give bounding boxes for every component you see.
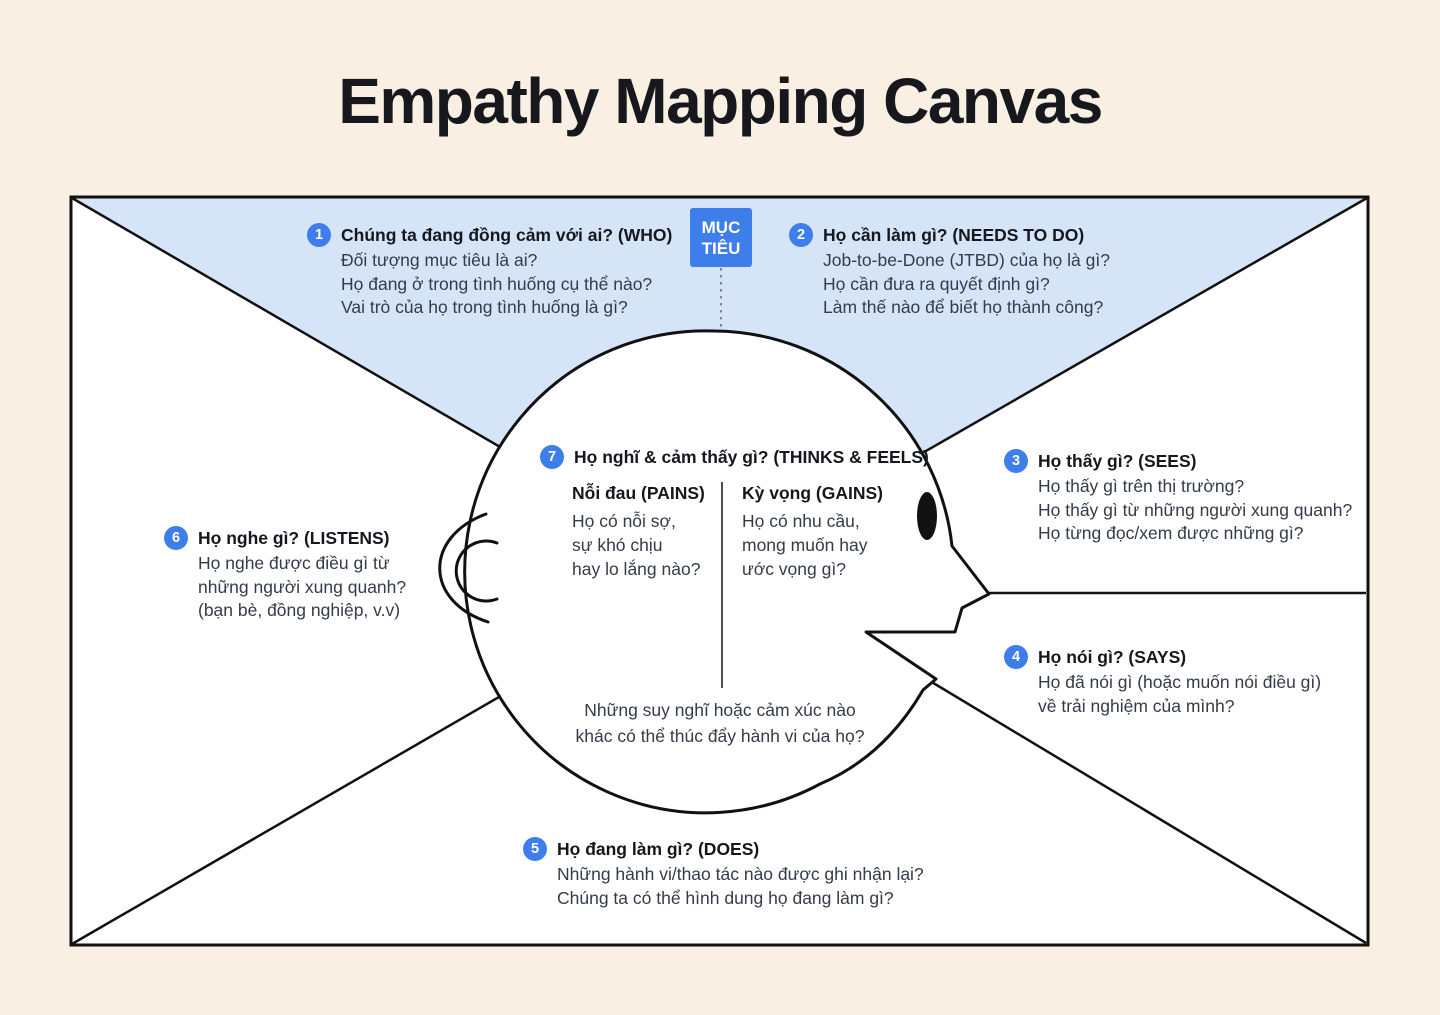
section-does-number-badge: 5: [523, 837, 547, 861]
section-line: Làm thế nào để biết họ thành công?: [823, 297, 1104, 317]
section-line: Vai trò của họ trong tình huống là gì?: [341, 297, 628, 317]
section-line: Họ có nỗi sợ,: [572, 511, 676, 531]
section-line: Chúng ta có thể hình dung họ đang làm gì…: [557, 887, 894, 908]
section-needs-to-do-lines: Job-to-be-Done (JTBD) của họ là gì? Họ c…: [823, 249, 1110, 320]
section-needs-to-do-number-badge: 2: [789, 223, 813, 247]
section-line: Họ thấy gì từ những người xung quanh?: [1038, 499, 1353, 520]
pains-title: Nỗi đau (PAINS): [572, 483, 705, 503]
gains-lines: Họ có nhu cầu, mong muốn hay ước vọng gì…: [742, 509, 883, 581]
eye-icon: [917, 492, 937, 540]
head-outline: [463, 329, 991, 815]
section-line: Họ có nhu cầu,: [742, 511, 860, 531]
section-line: Họ đã nói gì (hoặc muốn nói điều gì): [1038, 672, 1322, 692]
section-who-title: Chúng ta đang đồng cảm với ai? (WHO): [341, 225, 673, 245]
ear-inner-icon: [454, 539, 499, 603]
section-line: khác có thể thúc đẩy hành vi của họ?: [575, 725, 865, 746]
section-line: Họ đang ở trong tình huống cụ thể nào?: [341, 273, 653, 294]
section-sees: 3 Họ thấy gì? (SEES) Họ thấy gì trên thị…: [1004, 449, 1352, 546]
section-listens-number-badge: 6: [164, 526, 188, 550]
section-line: Những suy nghĩ hoặc cảm xúc nào: [584, 700, 856, 720]
section-needs-to-do-title: Họ cần làm gì? (NEEDS TO DO): [823, 225, 1085, 245]
gains-title: Kỳ vọng (GAINS): [742, 483, 883, 503]
pains-column: Nỗi đau (PAINS) Họ có nỗi sợ, sự khó chị…: [572, 481, 705, 581]
section-listens-title: Họ nghe gì? (LISTENS): [198, 528, 390, 548]
section-line: hay lo lắng nào?: [572, 559, 701, 579]
section-says-number-badge: 4: [1004, 645, 1028, 669]
ear-icon: [438, 512, 490, 624]
section-line: ước vọng gì?: [742, 559, 846, 579]
section-says-title: Họ nói gì? (SAYS): [1038, 647, 1187, 667]
section-says-lines: Họ đã nói gì (hoặc muốn nói điều gì) về …: [1038, 671, 1321, 718]
section-sees-lines: Họ thấy gì trên thị trường? Họ thấy gì t…: [1038, 475, 1352, 546]
section-does: 5 Họ đang làm gì? (DOES) Những hành vi/t…: [523, 837, 924, 910]
section-sees-number-badge: 3: [1004, 449, 1028, 473]
section-line: Họ cần đưa ra quyết định gì?: [823, 273, 1050, 294]
pains-lines: Họ có nỗi sợ, sự khó chịu hay lo lắng nà…: [572, 509, 705, 581]
goal-badge: MỤC TIÊU: [690, 208, 752, 267]
section-line: Họ nghe được điều gì từ: [198, 553, 390, 573]
section-thinks-feels: 7 Họ nghĩ & cảm thấy gì? (THINKS & FEELS…: [540, 445, 929, 469]
section-thinks-feels-number-badge: 7: [540, 445, 564, 469]
section-line: những người xung quanh?: [198, 576, 407, 597]
section-line: Họ thấy gì trên thị trường?: [1038, 476, 1245, 496]
page-title: Empathy Mapping Canvas: [338, 65, 1103, 137]
section-line: mong muốn hay: [742, 535, 868, 555]
goal-badge-line1: MỤC: [701, 217, 741, 237]
section-line: (bạn bè, đồng nghiệp, v.v): [198, 600, 401, 620]
section-needs-to-do: 2 Họ cần làm gì? (NEEDS TO DO) Job-to-be…: [789, 223, 1110, 320]
section-line: sự khó chịu: [572, 535, 663, 555]
section-line: Những hành vi/thao tác nào được ghi nhận…: [557, 864, 924, 884]
section-line: Đối tượng mục tiêu là ai?: [341, 250, 538, 270]
section-listens-lines: Họ nghe được điều gì từ những người xung…: [198, 552, 406, 623]
gains-column: Kỳ vọng (GAINS) Họ có nhu cầu, mong muốn…: [742, 481, 883, 581]
section-line: Job-to-be-Done (JTBD) của họ là gì?: [823, 250, 1110, 270]
section-sees-title: Họ thấy gì? (SEES): [1038, 451, 1197, 471]
thinks-feels-footer: Những suy nghĩ hoặc cảm xúc nào khác có …: [520, 698, 920, 749]
goal-badge-line2: TIÊU: [701, 238, 741, 258]
section-listens: 6 Họ nghe gì? (LISTENS) Họ nghe được điề…: [164, 526, 406, 623]
section-who-number-badge: 1: [307, 223, 331, 247]
section-says: 4 Họ nói gì? (SAYS) Họ đã nói gì (hoặc m…: [1004, 645, 1321, 718]
section-thinks-feels-title: Họ nghĩ & cảm thấy gì? (THINKS & FEELS): [574, 447, 929, 467]
section-who-lines: Đối tượng mục tiêu là ai? Họ đang ở tron…: [341, 249, 672, 320]
section-who: 1 Chúng ta đang đồng cảm với ai? (WHO) Đ…: [307, 223, 672, 320]
diagonal-bottom-right: [929, 679, 1367, 945]
section-does-lines: Những hành vi/thao tác nào được ghi nhận…: [557, 863, 924, 910]
section-does-title: Họ đang làm gì? (DOES): [557, 839, 760, 859]
section-line: Họ từng đọc/xem được những gì?: [1038, 523, 1304, 543]
section-line: về trải nghiệm của mình?: [1038, 695, 1235, 716]
